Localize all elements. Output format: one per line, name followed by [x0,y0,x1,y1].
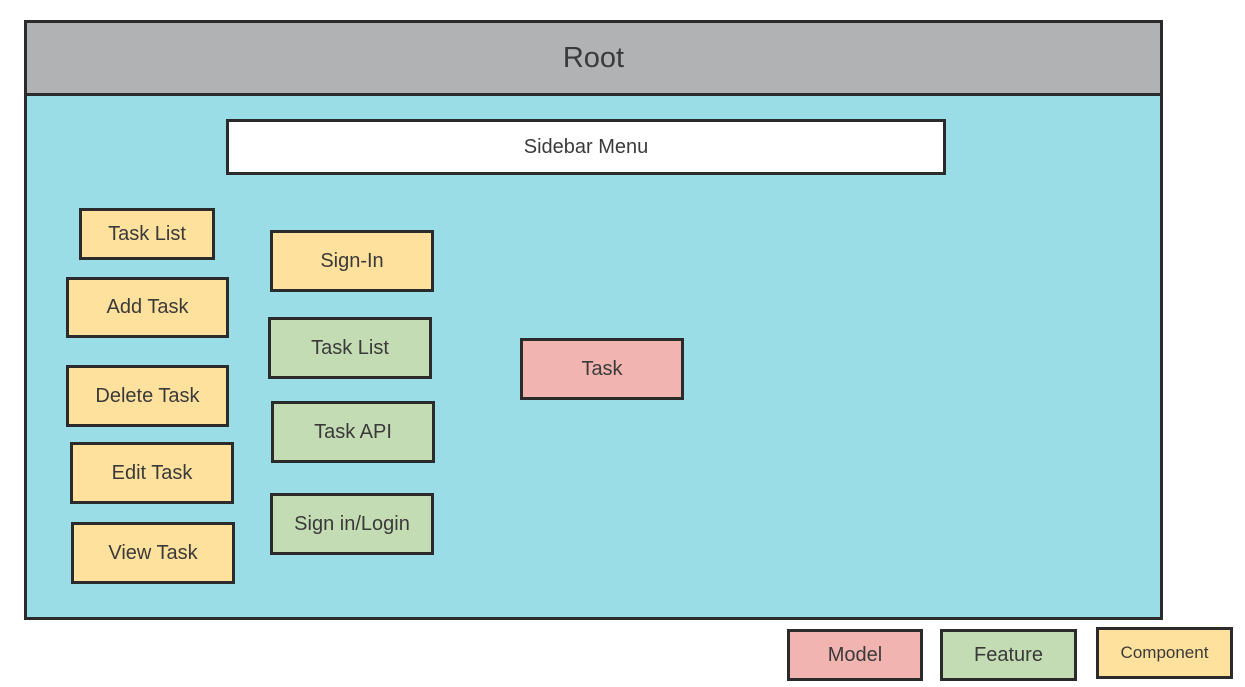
feature-task-list: Task List [268,317,432,379]
component-delete-task: Delete Task [66,365,229,427]
legend-feature: Feature [940,629,1077,681]
component-sign-in: Sign-In [270,230,434,292]
component-edit-task: Edit Task [70,442,234,504]
component-task-list: Task List [79,208,215,260]
component-add-task: Add Task [66,277,229,338]
legend-component: Component [1096,627,1233,679]
legend-model: Model [787,629,923,681]
feature-sign-in-login: Sign in/Login [270,493,434,555]
feature-task-api: Task API [271,401,435,463]
root-title: Root [27,23,1160,96]
sidebar-menu-box: Sidebar Menu [226,119,946,175]
model-task: Task [520,338,684,400]
component-view-task: View Task [71,522,235,584]
